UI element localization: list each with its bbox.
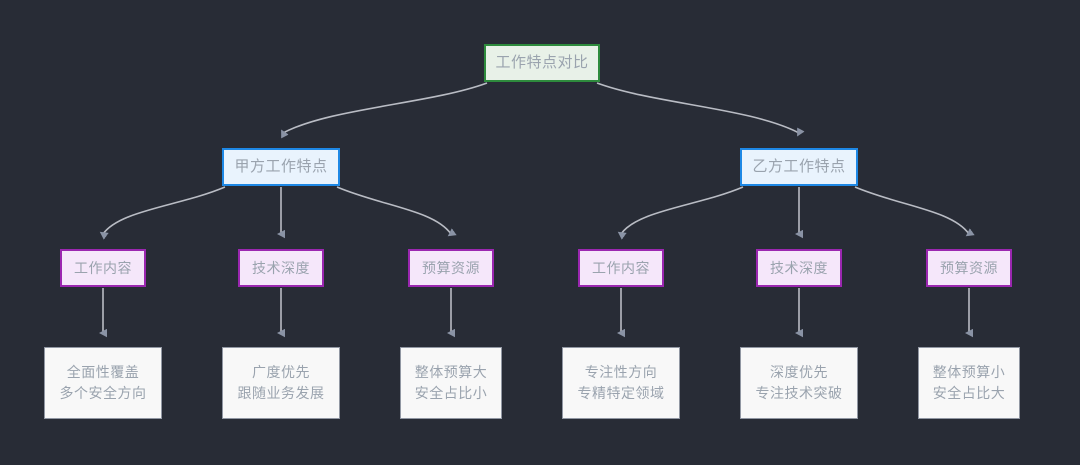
edge-party-b-to-b-content xyxy=(617,186,744,240)
node-aspect-a-content[interactable]: 工作内容 xyxy=(60,249,146,287)
node-detail-b-budget[interactable]: 整体预算小 安全占比大 xyxy=(918,347,1020,419)
detail-line: 多个安全方向 xyxy=(59,385,147,401)
detail-line: 专注技术突破 xyxy=(755,385,843,401)
detail-line: 深度优先 xyxy=(770,364,828,380)
node-aspect-label: 预算资源 xyxy=(940,259,998,276)
detail-line: 整体预算小 xyxy=(932,364,1006,380)
edge-party-a-to-a-budget xyxy=(336,186,457,237)
node-aspect-b-content[interactable]: 工作内容 xyxy=(578,249,664,287)
detail-line: 专注性方向 xyxy=(584,364,658,380)
node-root[interactable]: 工作特点对比 xyxy=(484,44,600,82)
node-aspect-label: 预算资源 xyxy=(422,259,480,276)
node-aspect-b-tech[interactable]: 技术深度 xyxy=(756,249,842,287)
node-party-b-label: 乙方工作特点 xyxy=(752,157,846,175)
detail-line: 整体预算大 xyxy=(414,364,488,380)
node-root-label: 工作特点对比 xyxy=(495,53,589,71)
node-aspect-a-budget[interactable]: 预算资源 xyxy=(408,249,494,287)
node-aspect-a-tech[interactable]: 技术深度 xyxy=(238,249,324,287)
edge-party-b-to-b-budget xyxy=(854,186,975,237)
node-aspect-label: 工作内容 xyxy=(74,259,132,276)
node-detail-b-tech[interactable]: 深度优先 专注技术突破 xyxy=(740,347,858,419)
node-party-b[interactable]: 乙方工作特点 xyxy=(740,148,858,186)
edge-root-to-party-a xyxy=(281,82,488,139)
node-aspect-label: 工作内容 xyxy=(592,259,650,276)
edge-root-to-party-b xyxy=(596,82,805,137)
detail-line: 专精特定领域 xyxy=(577,385,665,401)
detail-line: 安全占比大 xyxy=(932,385,1006,401)
node-aspect-label: 技术深度 xyxy=(252,259,310,276)
node-detail-a-content[interactable]: 全面性覆盖 多个安全方向 xyxy=(44,347,162,419)
node-aspect-label: 技术深度 xyxy=(770,259,828,276)
node-detail-a-budget[interactable]: 整体预算大 安全占比小 xyxy=(400,347,502,419)
node-detail-b-content[interactable]: 专注性方向 专精特定领域 xyxy=(562,347,680,419)
detail-line: 广度优先 xyxy=(252,364,310,380)
node-aspect-b-budget[interactable]: 预算资源 xyxy=(926,249,1012,287)
node-party-a[interactable]: 甲方工作特点 xyxy=(222,148,340,186)
detail-line: 安全占比小 xyxy=(414,385,488,401)
node-detail-a-tech[interactable]: 广度优先 跟随业务发展 xyxy=(222,347,340,419)
edge-party-a-to-a-content xyxy=(99,186,226,240)
detail-line: 全面性覆盖 xyxy=(66,364,140,380)
detail-line: 跟随业务发展 xyxy=(237,385,325,401)
node-party-a-label: 甲方工作特点 xyxy=(234,157,328,175)
